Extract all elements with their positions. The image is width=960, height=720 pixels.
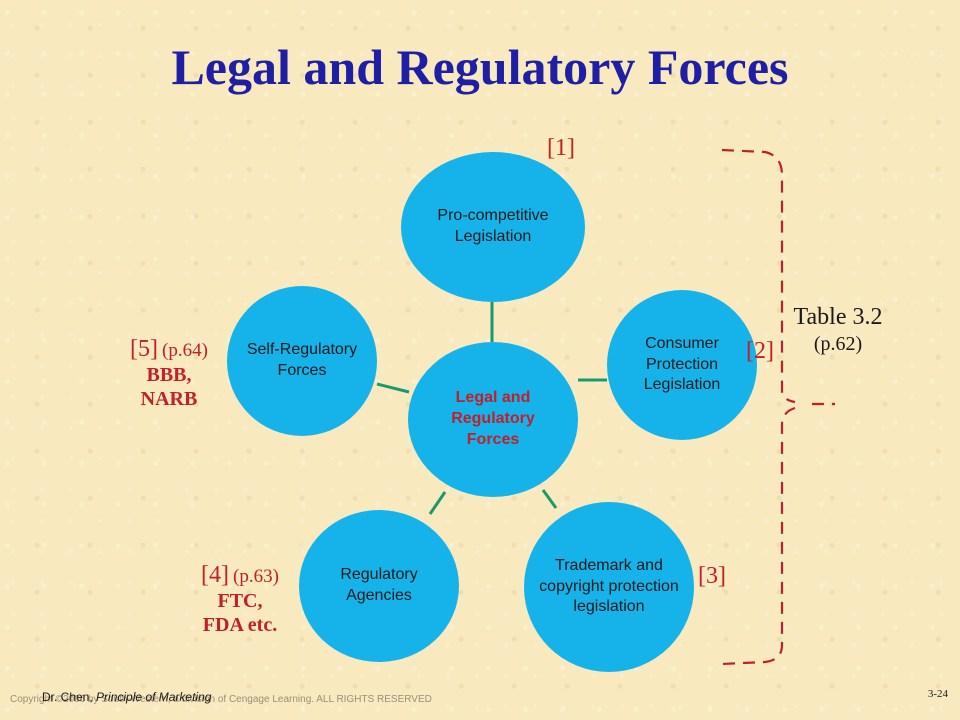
table-reference: Table 3.2 (p.62) xyxy=(788,304,888,356)
annotation-3: [3] xyxy=(698,563,726,589)
annotation-4-page: (p.63) xyxy=(233,566,279,587)
node-consumer-protection-legislation: Consumer Protection Legislation xyxy=(607,290,757,440)
footer-author-name: Dr. Chen, xyxy=(42,690,93,704)
bracket xyxy=(721,148,835,666)
node-agencies-label: Regulatory Agencies xyxy=(340,566,418,604)
node-self-label: Self-Regulatory Forces xyxy=(246,341,358,379)
table-reference-title: Table 3.2 xyxy=(793,304,883,330)
annotation-4-line2: FDA etc. xyxy=(202,614,278,636)
node-self-regulatory-forces: Self-Regulatory Forces xyxy=(227,286,377,436)
table-reference-page: (p.62) xyxy=(813,333,863,355)
node-consumer-label: Consumer Protection Legislation xyxy=(643,334,721,394)
bracket-bottom xyxy=(721,402,835,666)
page-number: 3-24 xyxy=(927,688,948,700)
node-pro-label: Pro-competitive Legislation xyxy=(437,207,549,245)
annotation-4-line1: FTC, xyxy=(217,590,263,612)
annotation-1: [1] xyxy=(547,135,575,161)
annotation-2: [2] xyxy=(746,338,774,364)
connector-self xyxy=(376,382,410,394)
footer-book-title: Principle of Marketing xyxy=(96,690,212,704)
node-center-label: Legal and Regulatory Forces xyxy=(451,389,535,448)
annotation-5-page: (p.64) xyxy=(162,340,208,361)
annotation-5-line2: NARB xyxy=(140,388,198,410)
footer-copyright: Copyright ©2006 by South-Western, a divi… xyxy=(10,694,432,705)
annotation-5-line1: BBB, xyxy=(146,364,192,386)
node-trademark-copyright: Trademark and copyright protection legis… xyxy=(524,502,694,672)
bracket-top xyxy=(721,148,796,404)
connector-agencies xyxy=(428,491,447,515)
node-regulatory-agencies: Regulatory Agencies xyxy=(299,510,459,662)
footer-author: Dr. Chen, Principle of Marketing xyxy=(42,690,211,704)
slide-title: Legal and Regulatory Forces xyxy=(171,39,789,95)
node-center: Legal and Regulatory Forces xyxy=(408,342,578,497)
annotation-4: [4] (p.63) FTC, FDA etc. xyxy=(180,562,300,637)
connector-trademark xyxy=(541,489,558,509)
annotation-5: [5] (p.64) BBB, NARB xyxy=(110,336,228,411)
annotation-5-num: [5] xyxy=(130,336,159,362)
annotation-4-num: [4] xyxy=(201,562,230,588)
node-trademark-label: Trademark and copyright protection legis… xyxy=(539,556,679,616)
node-pro-competitive-legislation: Pro-competitive Legislation xyxy=(401,152,585,302)
